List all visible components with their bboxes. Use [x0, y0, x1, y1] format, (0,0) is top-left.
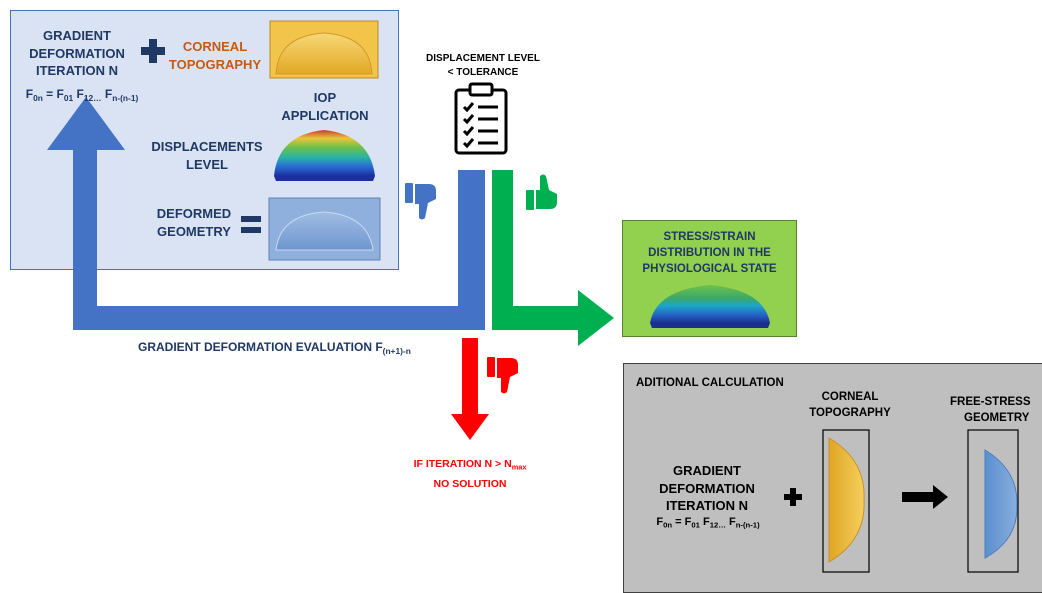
displacements-fem-image	[274, 130, 375, 181]
calc-gradient-formula: F0n = F01 F12… Fn-(n-1)	[656, 516, 760, 530]
stress-strain-label: STRESS/STRAIN DISTRIBUTION IN THE PHYSIO…	[642, 231, 777, 276]
free-stress-geometry-image	[967, 429, 1019, 573]
no-solution-label: IF ITERATION N > Nmax NO SOLUTION	[413, 458, 527, 490]
deformed-geometry-image	[268, 197, 381, 261]
equals-icon	[241, 216, 261, 233]
gradient-title: GRADIENT DEFORMATION ITERATION N	[29, 28, 125, 79]
result-arrow	[902, 485, 948, 509]
free-stress-label: FREE-STRESS GEOMETRY	[950, 396, 1031, 424]
feedback-arrow	[47, 97, 485, 330]
calc-corneal-topography-label: CORNEAL TOPOGRAPHY	[809, 391, 891, 419]
calc-title: ADITIONAL CALCULATION	[636, 377, 784, 389]
corneal-topography-side-image	[822, 429, 870, 573]
corneal-topography-image	[269, 20, 379, 79]
deformed-geometry-label: DEFORMED GEOMETRY	[156, 206, 232, 239]
displacements-level-label: DISPLACEMENTS LEVEL	[151, 139, 263, 172]
failure-arrow	[451, 338, 489, 440]
evaluation-label: GRADIENT DEFORMATION EVALUATION F(n+1)-n	[138, 340, 411, 356]
tolerance-check-label: DISPLACEMENT LEVEL < TOLERANCE	[426, 53, 540, 78]
success-arrow	[492, 170, 614, 346]
plus-icon	[141, 39, 165, 63]
gradient-formula: F0n = F01 F12… Fn-(n-1)	[25, 87, 139, 103]
thumbs-down-red-icon	[487, 357, 518, 394]
stress-strain-fem-image	[650, 285, 770, 328]
thumbs-up-green-icon	[526, 174, 557, 210]
diagram-graphics	[47, 20, 1019, 573]
iop-application-label: IOP APPLICATION	[281, 90, 369, 123]
thumbs-down-blue-icon	[405, 183, 436, 220]
checklist-icon	[454, 82, 508, 155]
plus-icon-bottom	[784, 488, 802, 506]
corneal-topography-label: CORNEAL TOPOGRAPHY	[168, 39, 262, 72]
calc-gradient-title: GRADIENT DEFORMATION ITERATION N	[659, 463, 755, 514]
